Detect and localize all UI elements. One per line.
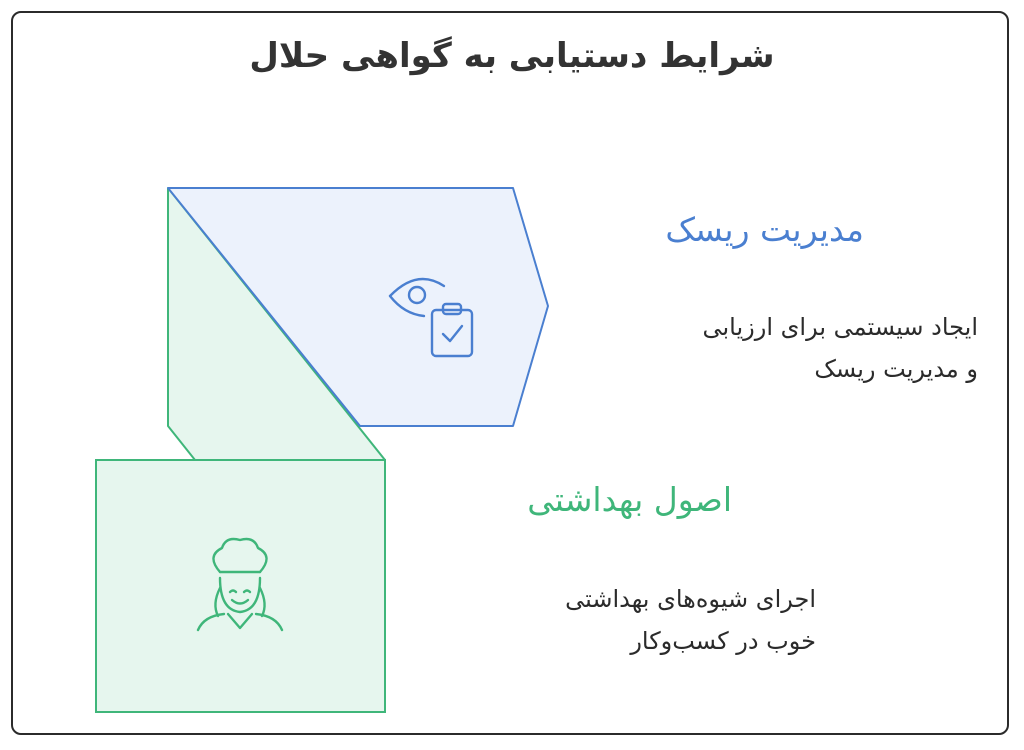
hygiene-description-line-1: اجرای شیوه‌های بهداشتی [565,585,816,613]
hygiene-panel-shape [95,459,386,713]
risk-management-description: ایجاد سیستمی برای ارزیابی و مدیریت ریسک [702,306,978,390]
hygiene-principles-description: اجرای شیوه‌های بهداشتی خوب در کسب‌وکار [565,578,816,662]
risk-management-heading: مدیریت ریسک [665,210,864,249]
eye-clipboard-icon [388,277,474,358]
risk-description-line-2: و مدیریت ریسک [814,355,978,383]
risk-panel-shape [167,187,549,427]
risk-description-line-1: ایجاد سیستمی برای ارزیابی [702,313,978,341]
hygiene-principles-heading: اصول بهداشتی [527,480,732,519]
hygiene-description-line-2: خوب در کسب‌وکار [630,627,816,655]
chef-icon [196,537,284,632]
diagram-title: شرایط دستیابی به گواهی حلال [249,36,775,76]
